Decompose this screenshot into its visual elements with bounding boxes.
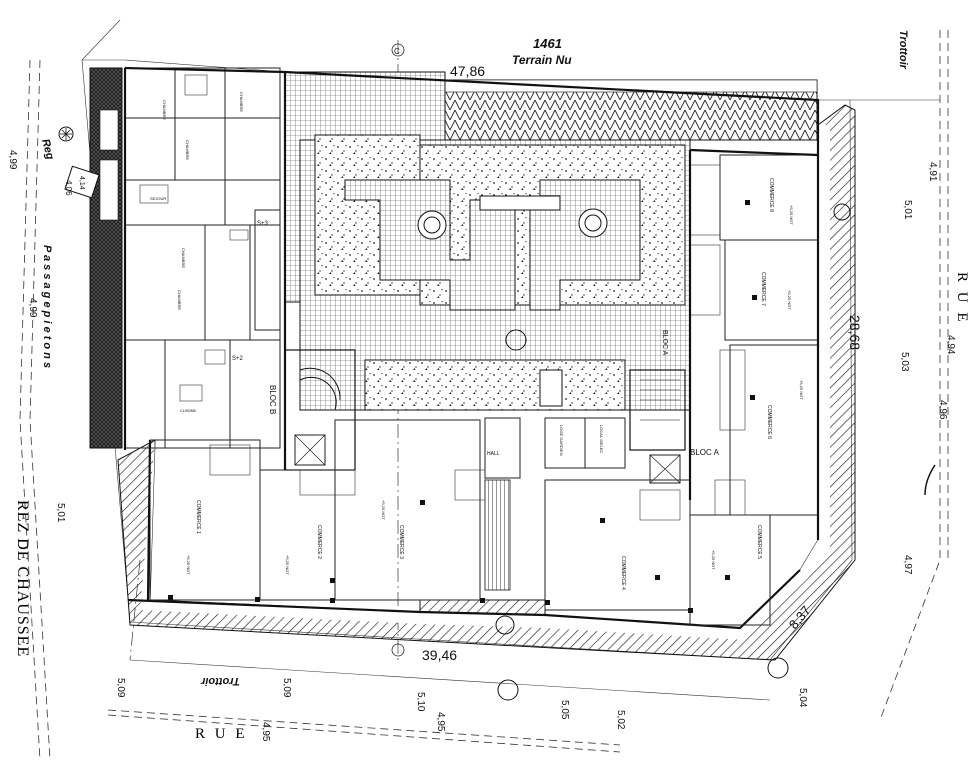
svg-text:4,14: 4,14	[78, 176, 85, 190]
shop-name: COMMERCE 7	[760, 272, 766, 306]
street-bottom: R U E	[195, 726, 248, 742]
svg-text:5,01: 5,01	[902, 200, 913, 220]
shop-level: +5,25 NGT	[799, 380, 804, 400]
bloc-a-label-2: BLOC A	[661, 330, 668, 356]
svg-text:4,95: 4,95	[260, 722, 271, 742]
room-label: CHAMBRE	[177, 290, 182, 310]
trottoir-top: Trottoir	[897, 30, 909, 70]
room-label: SEJOUR	[150, 196, 166, 201]
shop-level: +5,25 NGT	[186, 555, 191, 575]
shop-name: COMMERCE 5	[756, 525, 762, 559]
section-marker-top	[391, 43, 405, 57]
dimension-top: 47,86	[450, 63, 485, 79]
shop-level: +5,25 NGT	[787, 290, 792, 310]
svg-text:4,91: 4,91	[927, 162, 938, 182]
level-marks: 4,99 4,99 5,01 4,06 4,14 4,91 5,01 4,94 …	[7, 150, 956, 742]
garden-beds	[314, 134, 686, 411]
lot-number: 1461	[533, 36, 562, 51]
room-label: CHAMBRE	[239, 92, 244, 112]
shop-level: +5,25 NGT	[381, 500, 386, 520]
svg-text:5,02: 5,02	[615, 710, 626, 730]
shop-level: +5,25 NGT	[789, 205, 794, 225]
section-marker-label: C	[394, 47, 400, 56]
room-label: CHAMBRE	[185, 140, 190, 160]
level-marker	[833, 203, 851, 221]
drain-marker	[495, 615, 515, 635]
perimeter-wall-hatch	[117, 104, 856, 661]
lot-label: Terrain Nu	[512, 53, 572, 67]
west-apartments: CHAMBRE CHAMBRE CHAMBRE CHAMBRE CHAMBRE …	[124, 67, 281, 449]
shop-name: COMMERCE 3	[398, 525, 404, 559]
reg-box	[64, 165, 100, 199]
svg-text:4,96: 4,96	[937, 400, 948, 420]
shop-name: COMMERCE 2	[316, 525, 322, 559]
bloc-a-label: BLOC A	[690, 448, 720, 457]
shop-name: COMMERCE 1	[195, 500, 201, 534]
service-rooms: HALL LOGE GARDIEN LOCAL S/ELEC	[484, 417, 626, 591]
svg-text:5,05: 5,05	[559, 700, 570, 720]
svg-text:5,10: 5,10	[415, 692, 426, 712]
room-label: CHAMBRE	[162, 100, 167, 120]
gardien-label: LOGE GARDIEN	[559, 425, 564, 456]
north-arrow-icon	[58, 126, 74, 142]
hall-label: HALL	[487, 451, 500, 457]
svg-text:5,03: 5,03	[899, 352, 910, 372]
shop-level: +5,25 NGT	[285, 555, 290, 575]
trottoir-bottom: Trottoir	[200, 675, 240, 687]
stair-label: S+2	[232, 356, 244, 362]
svg-text:4,99: 4,99	[27, 298, 38, 318]
corner-arc	[924, 464, 936, 496]
reg-label: Reg	[39, 138, 56, 161]
svg-text:5,09: 5,09	[115, 678, 126, 698]
svg-text:4,95: 4,95	[435, 712, 446, 732]
shop-name: COMMERCE 4	[620, 556, 626, 590]
shop-level: +5,25 NGT	[711, 550, 716, 570]
dimension-bottom: 39,46	[422, 647, 457, 663]
level-marker	[767, 657, 789, 679]
shop-name: COMMERCE 8	[768, 178, 774, 212]
section-marker-bottom	[391, 643, 405, 657]
street-right: R U E	[954, 272, 970, 325]
main-walls	[123, 66, 820, 601]
plan-title: REZ DE CHAUSSEE	[14, 500, 31, 657]
svg-text:4,97: 4,97	[902, 555, 913, 575]
local-label: LOCAL S/ELEC	[599, 425, 604, 453]
svg-text:5,01: 5,01	[55, 503, 66, 523]
room-label: CHAMBRE	[181, 248, 186, 268]
passage-label: P a s s a g e p i e t o n s	[41, 245, 53, 368]
svg-text:5,04: 5,04	[797, 688, 808, 708]
svg-text:4,06: 4,06	[64, 180, 73, 196]
room-label: CUISINE	[180, 408, 197, 413]
svg-text:4,99: 4,99	[7, 150, 18, 170]
svg-text:5,09: 5,09	[281, 678, 292, 698]
level-marker	[497, 679, 519, 701]
stair-label: S+3	[257, 221, 269, 227]
dimension-right: 28,68	[847, 315, 863, 350]
svg-text:4,94: 4,94	[945, 335, 956, 355]
shop-name: COMMERCE 6	[766, 405, 772, 439]
bloc-b-label: BLOC B	[268, 385, 277, 414]
